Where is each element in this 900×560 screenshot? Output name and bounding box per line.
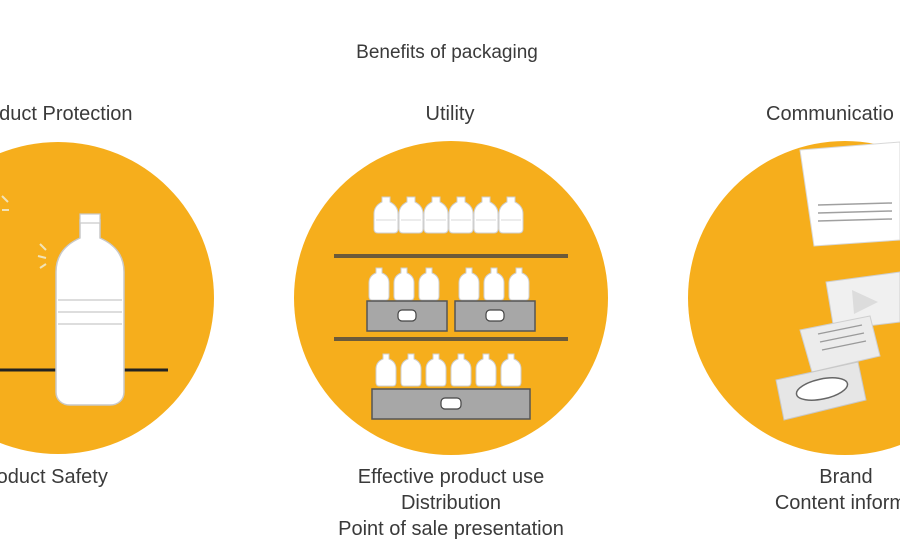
panel-footer-utility: Effective product use Distribution Point… (338, 464, 564, 542)
communication-circle (688, 141, 900, 455)
footer-line: Distribution (400, 492, 502, 514)
panel-heading-utility: Utility (425, 103, 475, 125)
utility-circle (294, 141, 608, 455)
store-shelf-icon (334, 196, 568, 420)
footer-line: Point of sale presentation (338, 518, 564, 540)
diagram-title: Benefits of packaging (356, 42, 538, 63)
panel-footer-communication: Brand Content informa (775, 464, 900, 516)
panel-heading-communication: Communicatio (766, 103, 894, 125)
panel-footer-product-protection: roduct Safety (0, 464, 108, 490)
footer-line: roduct Safety (0, 466, 108, 488)
plastic-bottle-icon (1, 195, 125, 406)
panel-heading-product-protection: oduct Protection (0, 103, 133, 125)
footer-line: Effective product use (357, 466, 545, 488)
product-protection-circle (0, 142, 214, 454)
footer-line: Brand (819, 466, 873, 488)
footer-line: Content informa (774, 492, 900, 514)
labels-documents-icon (775, 141, 900, 421)
